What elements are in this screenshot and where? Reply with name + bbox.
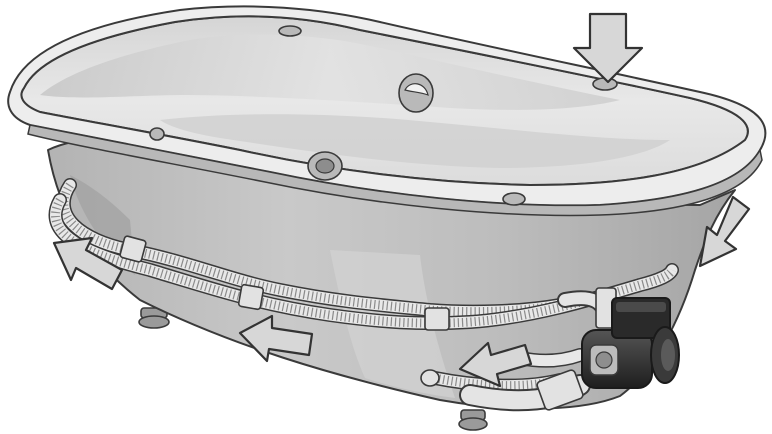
basin-floor xyxy=(160,114,670,168)
pipe-fittings xyxy=(119,235,617,411)
side-flow-arrow xyxy=(698,195,751,268)
tub-feet xyxy=(138,307,488,431)
center-pipe-arrow xyxy=(238,314,314,363)
whirlpool-jets xyxy=(149,25,618,206)
faucet-port xyxy=(278,25,302,37)
jet-left xyxy=(149,127,165,141)
jet-back xyxy=(398,73,434,113)
rim-edge-shadow xyxy=(27,124,763,217)
basin-back-wall xyxy=(40,34,620,110)
pump-outlet-arrow xyxy=(458,341,533,388)
air-inlet-arrow xyxy=(572,12,644,84)
jet-right xyxy=(502,192,526,206)
pump-motor xyxy=(581,297,680,389)
left-pipe-arrow xyxy=(52,236,124,291)
